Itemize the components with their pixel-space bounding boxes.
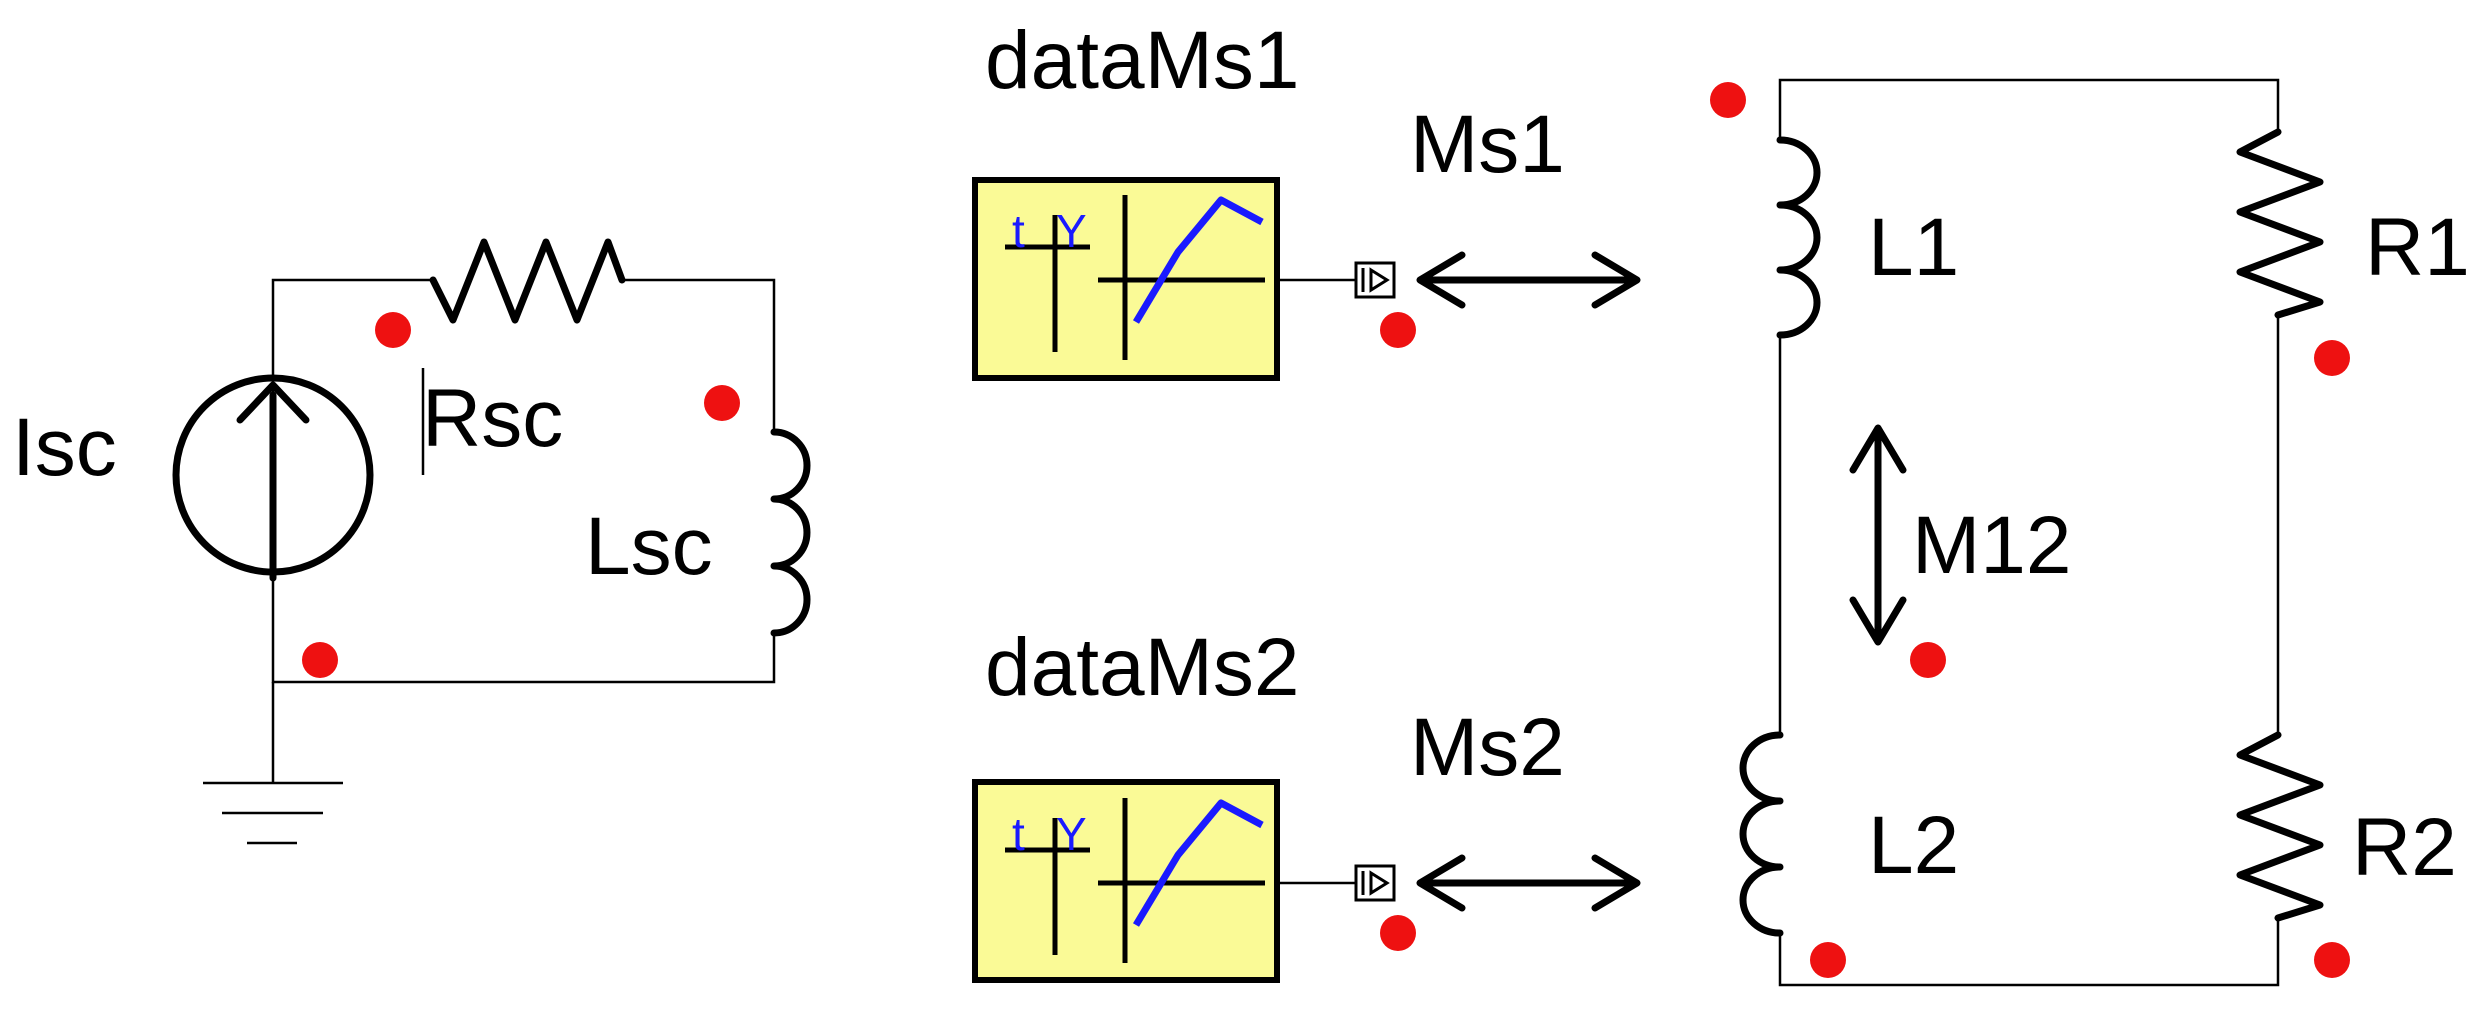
pin-dot [704,385,740,421]
mutual-m12-label: M12 [1912,500,2072,591]
wire-top-right [622,278,776,432]
table-2-label: dataMs2 [985,622,1300,713]
resistor-icon[interactable] [2236,128,2324,319]
time-table-1: dataMs1 t Y [972,15,1396,381]
resistor-icon[interactable] [429,238,626,324]
double-arrow-icon[interactable] [1849,424,1907,646]
pin-dot [1380,312,1416,348]
mutual-ms2: Ms2 [1380,702,1641,951]
double-arrow-icon[interactable] [1416,251,1641,309]
resistor-r1-label: R1 [2365,202,2470,293]
pin-dot [302,642,338,678]
inductor-l1-label: L1 [1868,202,1959,293]
time-table-icon[interactable]: t Y [972,779,1280,983]
resistor-icon[interactable] [2236,731,2324,922]
pin-dot [1380,915,1416,951]
inductor-icon[interactable] [1776,136,1821,339]
ground-icon [203,781,343,845]
pin-dot [2314,340,2350,376]
inductor-l2-label: L2 [1868,800,1959,891]
source-circuit: Isc Rsc Lsc [12,238,811,845]
table-1-label: dataMs1 [985,15,1300,106]
wire-bottom [1778,918,2280,987]
table-1-y-label: Y [1056,205,1087,257]
table-1-t-label: t [1012,205,1025,257]
double-arrow-icon[interactable] [1416,854,1641,912]
output-port-icon[interactable] [1354,261,1396,299]
wire-bottom [271,580,776,684]
wire-top [1778,78,2280,140]
current-source-label: Isc [12,402,117,493]
coupled-circuit: L1 L2 R1 R2 [1710,78,2470,987]
pin-dot [2314,942,2350,978]
mutual-ms2-label: Ms2 [1410,702,1565,793]
mutual-m12: M12 [1849,424,2072,678]
pin-dot [1810,942,1846,978]
mutual-ms1-label: Ms1 [1410,99,1565,190]
table-2-y-label: Y [1056,808,1087,860]
time-table-icon[interactable]: t Y [972,177,1280,381]
pin-dot [375,312,411,348]
wire-top-left [271,278,433,467]
inductor-icon[interactable] [1739,731,1784,937]
resistor-rsc-label: Rsc [422,373,563,464]
resistor-r2-label: R2 [2352,802,2457,893]
inductor-lsc-label: Lsc [585,501,713,592]
pin-dot [1710,82,1746,118]
table-2-t-label: t [1012,808,1025,860]
inductor-icon[interactable] [770,428,811,637]
current-source-icon[interactable] [172,374,374,582]
mutual-ms1: Ms1 [1380,99,1641,348]
time-table-2: dataMs2 t Y [972,622,1396,983]
output-port-icon[interactable] [1354,864,1396,902]
pin-dot [1910,642,1946,678]
